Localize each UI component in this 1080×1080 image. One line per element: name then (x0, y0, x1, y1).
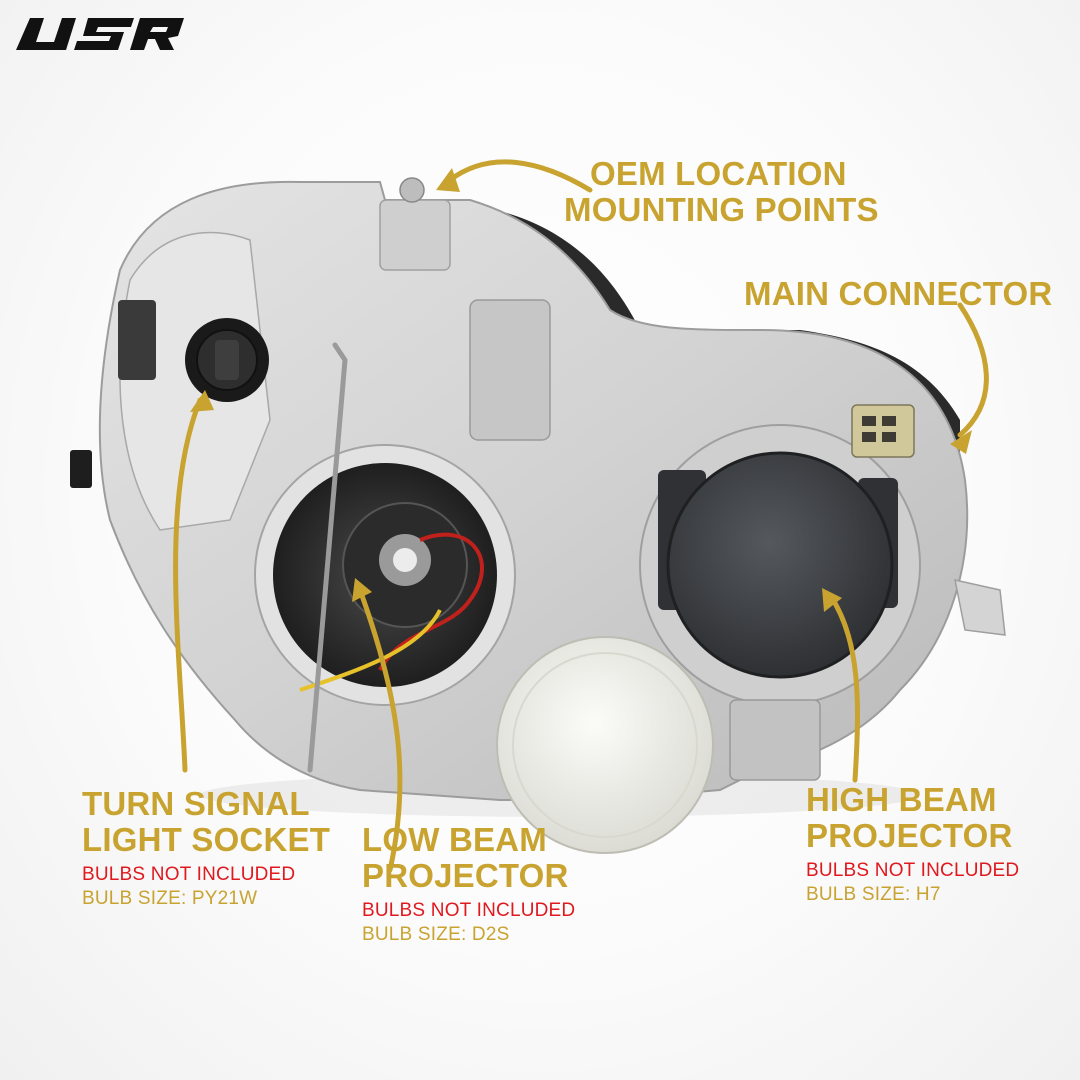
connector-arrow (957, 302, 989, 438)
main-connector-line1: MAIN CONNECTOR (744, 275, 1053, 312)
high-beam-callout: HIGH BEAM PROJECTOR BULBS NOT INCLUDED B… (806, 782, 1019, 907)
mounting-points-line2: MOUNTING POINTS (564, 190, 879, 228)
turn-signal-bulb-size: BULB SIZE: PY21W (82, 888, 258, 909)
low-beam-bulb-size: BULB SIZE: D2S (362, 924, 510, 945)
turn-signal-line1: TURN SIGNAL (82, 785, 310, 822)
low-beam-arrow (357, 587, 403, 873)
low-beam-line2: PROJECTOR (362, 856, 569, 894)
high-beam-line2: PROJECTOR (806, 816, 1013, 854)
high-beam-line1: HIGH BEAM (806, 781, 997, 818)
headlight-assembly (70, 177, 1006, 854)
low-beam-note: BULBS NOT INCLUDED (362, 900, 576, 922)
turn-signal-arrow (173, 397, 203, 773)
turn-signal-note: BULBS NOT INCLUDED (82, 864, 296, 886)
high-beam-note: BULBS NOT INCLUDED (806, 860, 1020, 882)
low-beam-line1: LOW BEAM (362, 821, 547, 858)
low-beam-callout: LOW BEAM PROJECTOR BULBS NOT INCLUDED BU… (362, 822, 575, 947)
arrowheads (190, 168, 972, 612)
turn-signal-callout: TURN SIGNAL LIGHT SOCKET BULBS NOT INCLU… (82, 786, 330, 911)
main-connector-callout: MAIN CONNECTOR (744, 276, 1052, 312)
turn-signal-line2: LIGHT SOCKET (82, 820, 331, 858)
mounting-arrow (447, 159, 593, 193)
mounting-points-line1: OEM LOCATION (590, 155, 847, 192)
mounting-points-callout: OEM LOCATION MOUNTING POINTS (564, 156, 879, 227)
high-beam-arrow (827, 592, 860, 783)
high-beam-bulb-size: BULB SIZE: H7 (806, 884, 941, 905)
callout-arrows (173, 159, 989, 873)
usr-logo (16, 18, 184, 50)
